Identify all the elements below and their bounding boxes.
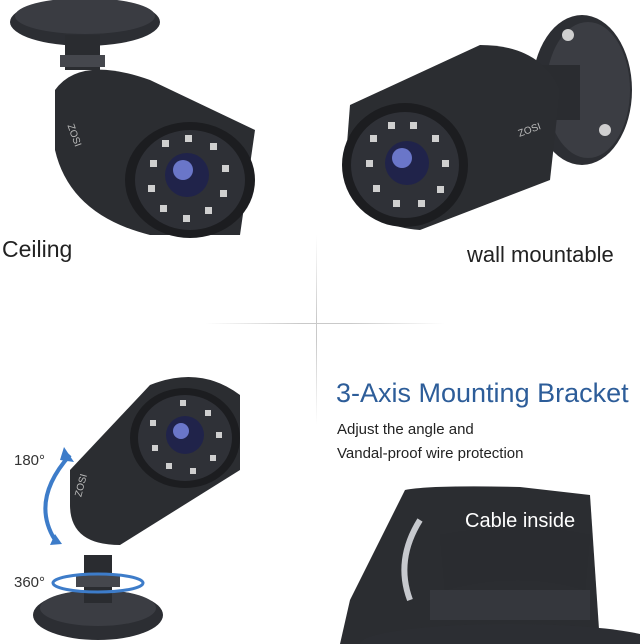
vertical-divider	[316, 235, 317, 425]
mounting-bracket-heading: 3-Axis Mounting Bracket	[336, 378, 629, 408]
adjust-angle-text: Adjust the angle and	[337, 421, 474, 438]
angle-180-label: 180°	[14, 452, 46, 469]
ceiling-label: Ceiling	[2, 236, 73, 262]
vandal-proof-text: Vandal-proof wire protection	[337, 445, 524, 462]
angle-360-label: 360°	[14, 574, 46, 591]
horizontal-divider	[205, 323, 445, 324]
wall-mountable-label: wall mountable	[467, 242, 614, 267]
cable-inside-label: Cable inside	[465, 510, 576, 532]
